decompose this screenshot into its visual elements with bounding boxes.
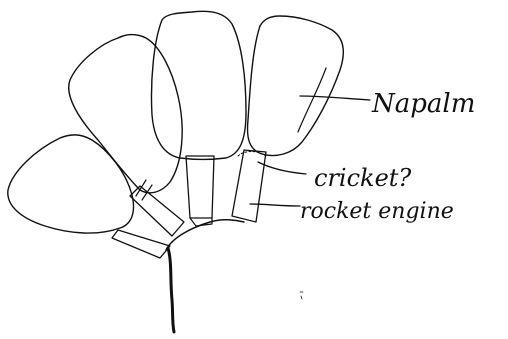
label-napalm: Napalm [371,89,475,119]
pod-4-highlight [298,68,326,132]
pod-3 [151,11,246,226]
pod-2 [69,35,184,236]
pod-1-bulb [8,135,134,233]
napalm-leader-line [300,96,370,100]
pod-2-bulb [69,35,182,193]
pod-4-neck [232,150,266,222]
pod-3-bulb [151,11,246,159]
pod-1-neck [112,230,170,258]
pod-1 [8,135,170,258]
rocket-engine-leader-line [250,204,300,206]
pencil-speck [300,292,303,299]
stem-hub [166,220,244,250]
cricket-leader-line [258,162,306,174]
stem-line [168,248,174,332]
label-rocket-engine: rocket engine [300,199,454,224]
stem [166,220,244,332]
pod-3-neck [186,156,214,218]
pod-4-bulb [248,16,344,156]
label-cricket: cricket? [314,164,411,192]
